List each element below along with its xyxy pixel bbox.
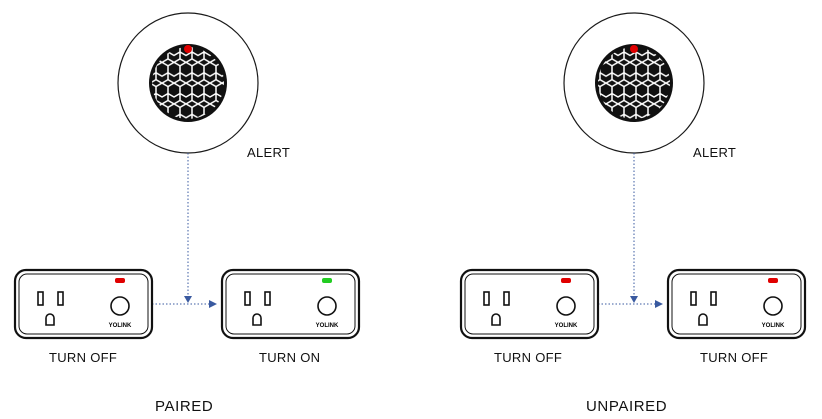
right-plug-state-label: TURN OFF (700, 350, 769, 365)
outlet-icon (483, 291, 510, 326)
left-plug-state-label: TURN OFF (49, 350, 118, 365)
smart-plug-icon: YOLINK (220, 268, 361, 340)
unpaired-caption: UNPAIRED (586, 398, 668, 415)
plug-led (768, 278, 778, 283)
sensor-led (184, 45, 192, 53)
motion-sensor-icon (563, 12, 705, 154)
outlet-icon (690, 291, 717, 326)
brand-label: YOLINK (555, 323, 578, 329)
brand-label: YOLINK (316, 323, 339, 329)
power-button-icon (110, 296, 130, 316)
motion-sensor-icon (117, 12, 259, 154)
alert-label: ALERT (693, 145, 737, 160)
outlet-icon (37, 291, 64, 326)
brand-label: YOLINK (109, 323, 132, 329)
outlet-icon (244, 291, 271, 326)
power-button-icon (317, 296, 337, 316)
plug-led (322, 278, 332, 283)
smart-plug-icon: YOLINK (13, 268, 154, 340)
right-plug-state-label: TURN ON (259, 350, 321, 365)
unpaired-group: YOLINK YOLINK (459, 12, 807, 340)
plug-led (561, 278, 571, 283)
smart-plug-icon: YOLINK (459, 268, 600, 340)
power-button-icon (556, 296, 576, 316)
power-button-icon (763, 296, 783, 316)
plug-led (115, 278, 125, 283)
alert-label: ALERT (247, 145, 291, 160)
smart-plug-icon: YOLINK (666, 268, 807, 340)
left-plug-state-label: TURN OFF (494, 350, 563, 365)
sensor-led (630, 45, 638, 53)
brand-label: YOLINK (762, 323, 785, 329)
paired-caption: PAIRED (155, 398, 214, 415)
paired-group: YOLINK YOLINK (13, 12, 361, 340)
